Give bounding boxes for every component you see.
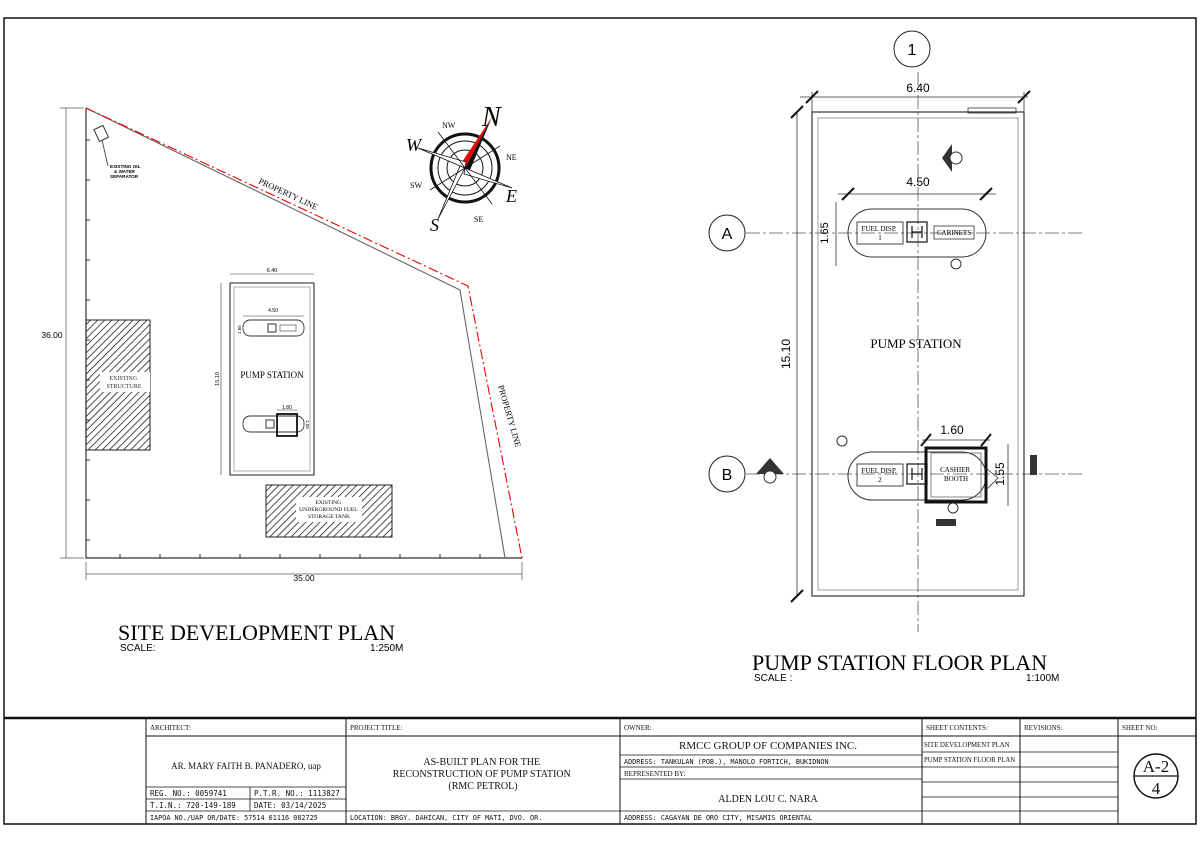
date: DATE: 03/14/2025 (254, 801, 326, 810)
site-dim-width: 35.00 (293, 573, 315, 583)
floor-outer-wall (811, 111, 1025, 597)
cashier-booth-label: CASHIER BOOTH (940, 466, 972, 483)
site-dim-outer: 6.40 (267, 268, 278, 274)
rep-address: ADDRESS: CAGAYAN DE ORO CITY, MISAMIS OR… (624, 814, 812, 822)
cashier-booth (924, 446, 988, 504)
sheet-total: 4 (1152, 779, 1161, 798)
compass-se: SE (474, 215, 483, 224)
booth-door (985, 467, 999, 491)
floor-dim-booth-w: 1.60 (940, 423, 964, 437)
compass-n: N (481, 102, 502, 133)
ptr-no: P.T.R. NO.: 1113827 (254, 789, 340, 798)
tin: T.I.N.: 720-149-189 (150, 801, 236, 810)
sheet-no-header: SHEET NO: (1122, 724, 1158, 732)
pump-station-floor-plan: 1 A B 6.40 15.10 FUEL DISP. 1 CABI (708, 30, 1082, 684)
sheet-contents-2: PUMP STATION FLOOR PLAN (924, 757, 1015, 764)
floor-plan-scale-value: 1:100M (1026, 673, 1059, 684)
property-line-label-right: PROPERTY LINE (496, 384, 523, 448)
existing-structure-label: EXISTING STRUCTURE (106, 376, 141, 390)
site-pump-station-label: PUMP STATION (240, 370, 304, 380)
owner-header: OWNER: (624, 724, 652, 732)
site-dim-booth-h: 1.55 (305, 420, 310, 429)
fuel-dispenser-2-label: FUEL DISP. 2 (862, 467, 899, 484)
oil-separator-label: EXISTING OIL & WATER SEPARATOR (110, 164, 142, 179)
floor-pump-station-label: PUMP STATION (870, 336, 962, 351)
tank-label: EXISTING UNDERGROUND FUEL STORAGE TANK (299, 500, 359, 520)
owner-name: RMCC GROUP OF COMPANIES INC. (679, 740, 857, 752)
floor-dim-outer: 6.40 (906, 81, 930, 95)
grid-label-a: A (722, 226, 733, 243)
dispenser-pump-1 (906, 221, 928, 243)
site-plan-scale-label: SCALE: (120, 643, 156, 654)
sheet-contents-header: SHEET CONTENTS: (926, 724, 988, 732)
reg-no: REG. NO.: 0059741 (150, 789, 227, 798)
rep-name: ALDEN LOU C. NARA (718, 794, 818, 805)
owner-address: ADDRESS: TANKULAN (POB.), MANOLO FORTICH… (624, 758, 829, 766)
cabinets (933, 225, 975, 240)
floor-plan-scale-label: SCALE : (754, 673, 792, 684)
fuel-dispenser-1-label: FUEL DISP. 1 (862, 225, 899, 242)
site-dim-depth: 15.10 (215, 372, 221, 386)
compass-e: E (505, 186, 517, 206)
site-dim-island: 4.50 (268, 308, 278, 314)
floor-dim-booth-h: 1.55 (993, 462, 1007, 486)
site-plan-scale-value: 1:250M (370, 643, 403, 654)
floor-inner-wall (817, 117, 1019, 591)
location: LOCATION: BRGY. DAHICAN, CITY OF MATI, D… (350, 814, 542, 822)
north-arrow-compass: N S E W NE NW SE SW (406, 102, 517, 235)
revisions-header: REVISIONS: (1024, 724, 1063, 732)
grid-bubble-b (708, 455, 746, 493)
oil-separator (93, 124, 110, 143)
grid-bubble-a (708, 214, 746, 252)
lot-boundary (85, 108, 522, 559)
project-header: PROJECT TITLE: (350, 724, 402, 732)
compass-sw: SW (410, 181, 422, 190)
sheet-contents-1: SITE DEVELOPMENT PLAN (924, 742, 1010, 749)
site-plan-title: SITE DEVELOPMENT PLAN (118, 620, 395, 645)
floor-dim-island-h: 1.65 (819, 222, 831, 243)
title-block-text: ARCHITECT: AR. MARY FAITH B. PANADERO, u… (150, 724, 1169, 822)
compass-ne: NE (506, 153, 517, 162)
iapoa: IAPOA NO./UAP OR/DATE: 57514 61116 08272… (150, 814, 318, 822)
represented-by: REPRESENTED BY: (624, 770, 685, 778)
floor-dim-island: 4.50 (906, 175, 930, 189)
grid-label-1: 1 (908, 42, 917, 59)
compass-needle-north (460, 117, 492, 168)
sheet-no: A-2 (1143, 757, 1169, 776)
site-development-plan: EXISTING OIL & WATER SEPARATOR PROPERTY … (41, 107, 523, 654)
compass-s: S (430, 215, 439, 235)
compass-nw: NW (442, 121, 456, 130)
grid-label-b: B (722, 467, 733, 484)
cabinets-label: CABINETS (937, 229, 971, 237)
title-block (4, 716, 1196, 824)
architect-name: AR. MARY FAITH B. PANADERO, uap (171, 761, 321, 771)
compass-w: W (406, 135, 423, 155)
site-dim-height: 36.00 (41, 330, 63, 340)
architect-header: ARCHITECT: (150, 724, 191, 732)
fuel-dispenser-1 (856, 221, 904, 245)
site-dim-booth-w: 1.80 (282, 405, 292, 411)
project-title: AS-BUILT PLAN FOR THE RECONSTRUCTION OF … (393, 757, 574, 792)
lot-boundary-inner (85, 107, 506, 559)
fuel-island-1 (847, 208, 987, 258)
floor-plan-title: PUMP STATION FLOOR PLAN (752, 650, 1047, 675)
property-line (85, 107, 523, 559)
fuel-dispenser-2 (856, 463, 904, 487)
site-pump-station: 6.40 15.10 4.50 1.65 PUMP STATION 1.80 1… (215, 268, 315, 476)
compass-needle (465, 117, 492, 170)
sheet-border (3, 17, 1197, 825)
site-dim-island-h: 1.65 (237, 325, 242, 334)
grid-bubble-1 (893, 30, 931, 68)
floor-dim-depth: 15.10 (779, 339, 793, 369)
